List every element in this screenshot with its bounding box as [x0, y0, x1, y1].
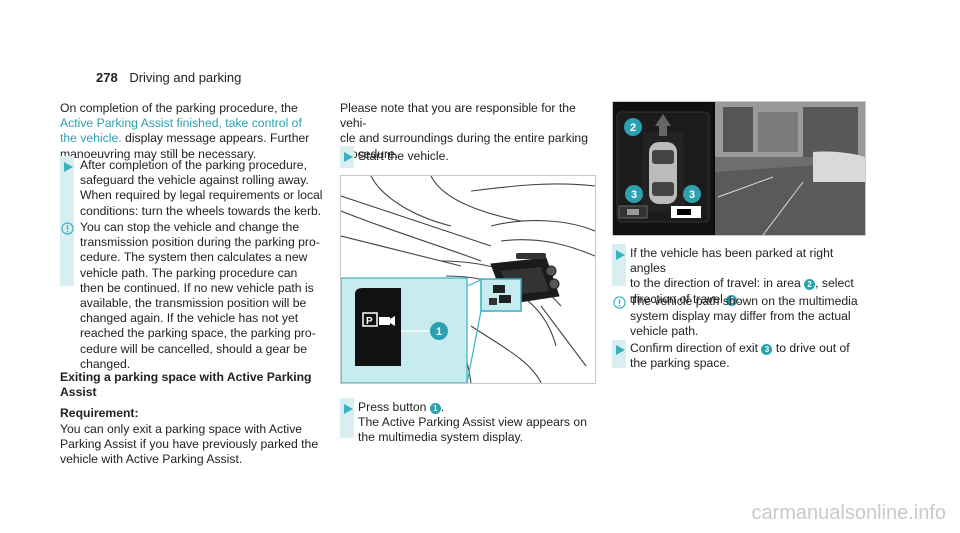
- step-line: Start the vehicle.: [358, 149, 449, 163]
- requirement-text: You can only exit a parking space with A…: [60, 421, 303, 436]
- figure-callout-1: 1: [436, 326, 442, 338]
- note-line: reached the parking space, the parking p…: [80, 326, 316, 341]
- callout-badge: 1: [429, 403, 441, 414]
- display-message: Active Parking Assist finished, take con…: [60, 116, 302, 131]
- page-header: 278 Driving and parking: [96, 70, 241, 85]
- note-change-transmission: You can stop the vehicle and change the …: [80, 220, 330, 372]
- intro-text: On completion of the parking procedure, …: [60, 101, 298, 115]
- step-text: .: [737, 291, 741, 306]
- intro-text-end: manoeuvring may still be necessary.: [60, 146, 257, 161]
- note-line: available, the transmission position wil…: [80, 296, 307, 311]
- console-figure: P 1: [340, 175, 596, 384]
- page-number: 278: [96, 70, 118, 85]
- note-line: transmission position during the parking…: [80, 235, 320, 250]
- step-text: to drive out of: [775, 341, 850, 355]
- step-arrow-icon: [616, 345, 625, 355]
- note-line: cedure will be cancelled, should a gear …: [80, 341, 307, 356]
- figure-callout-3a: 3: [631, 189, 637, 201]
- step-line: When required by legal requirements or l…: [80, 188, 323, 203]
- step-start-vehicle: Start the vehicle.: [358, 149, 449, 164]
- step-line: safeguard the vehicle against rolling aw…: [80, 173, 309, 188]
- note-line: vehicle path. The parking procedure can: [80, 265, 298, 280]
- step-text: .: [440, 400, 445, 414]
- intro-line: Please note that you are responsible for…: [340, 101, 576, 131]
- step-line: conditions: turn the wheels towards the …: [80, 203, 322, 218]
- info-icon: [61, 222, 74, 235]
- requirement-label: Requirement:: [60, 406, 139, 421]
- step-text: , select: [815, 276, 854, 291]
- requirement-text: vehicle with Active Parking Assist.: [60, 452, 243, 467]
- console-illustration: P 1: [341, 176, 595, 383]
- column-1: On completion of the parking procedure, …: [60, 101, 325, 162]
- info-icon: [613, 296, 626, 309]
- step-safeguard: After completion of the parking procedur…: [80, 158, 330, 219]
- step-line: After completion of the parking procedur…: [80, 158, 307, 172]
- note-line: then be continued. If no new vehicle pat…: [80, 280, 314, 295]
- callout-badge: 2: [804, 279, 816, 291]
- parking-view-illustration: 2 3 3: [613, 102, 865, 235]
- note-line: vehicle path.: [630, 324, 699, 339]
- section-heading-cont: Assist: [60, 385, 97, 400]
- display-message-cont: the vehicle.: [60, 131, 122, 146]
- step-arrow-icon: [344, 404, 353, 414]
- step-arrow-icon: [616, 250, 625, 260]
- requirement-text: Parking Assist if you have previously pa…: [60, 436, 319, 451]
- note-line: changed.: [80, 356, 131, 371]
- section-heading: Exiting a parking space with Active Park…: [60, 370, 312, 384]
- section-title: Driving and parking: [129, 70, 242, 85]
- note-line: The vehicle path shown on the multimedia: [630, 294, 858, 308]
- callout-badge: 3: [726, 294, 738, 306]
- column-2-intro: Please note that you are responsible for…: [340, 101, 600, 162]
- step-arrow-icon: [64, 162, 73, 172]
- note-line: You can stop the vehicle and change the: [80, 220, 300, 234]
- step-arrow-icon: [344, 152, 353, 162]
- intro-line: procedure.: [340, 146, 399, 161]
- step-press-button: Press button 1. The Active Parking Assis…: [358, 400, 598, 446]
- step-bar: [60, 156, 74, 286]
- note-line: changed again. If the vehicle has not ye…: [80, 311, 299, 326]
- section-exiting: Exiting a parking space with Active Park…: [60, 370, 325, 467]
- step-text: direction of travel: [630, 291, 723, 306]
- svg-text:P: P: [366, 316, 373, 327]
- step-line: The Active Parking Assist view appears o…: [358, 415, 587, 430]
- note-vehicle-path: The vehicle path shown on the multimedia…: [630, 294, 870, 340]
- camera-figure: 2 3 3: [612, 101, 866, 236]
- intro-text-cont: display message appears. Further: [125, 131, 310, 146]
- step-text: Press button: [358, 400, 427, 414]
- figure-callout-2: 2: [630, 122, 636, 134]
- step-select-direction: If the vehicle has been parked at right …: [630, 246, 870, 307]
- step-line: the parking space.: [630, 356, 730, 371]
- step-text: Confirm direction of exit: [630, 341, 759, 355]
- step-line: If the vehicle has been parked at right …: [630, 246, 834, 276]
- step-text: to the direction of travel: in area: [630, 276, 801, 291]
- step-confirm-exit: Confirm direction of exit 3 to drive out…: [630, 341, 870, 371]
- callout-badge: 3: [761, 344, 773, 355]
- note-line: system display may differ from the actua…: [630, 309, 851, 324]
- note-line: cedure. The system then calculates a new: [80, 250, 308, 265]
- figure-callout-3b: 3: [689, 189, 695, 201]
- step-line: the multimedia system display.: [358, 430, 524, 445]
- watermark: carmanualsonline.info: [751, 502, 946, 524]
- intro-line: cle and surroundings during the entire p…: [340, 131, 588, 146]
